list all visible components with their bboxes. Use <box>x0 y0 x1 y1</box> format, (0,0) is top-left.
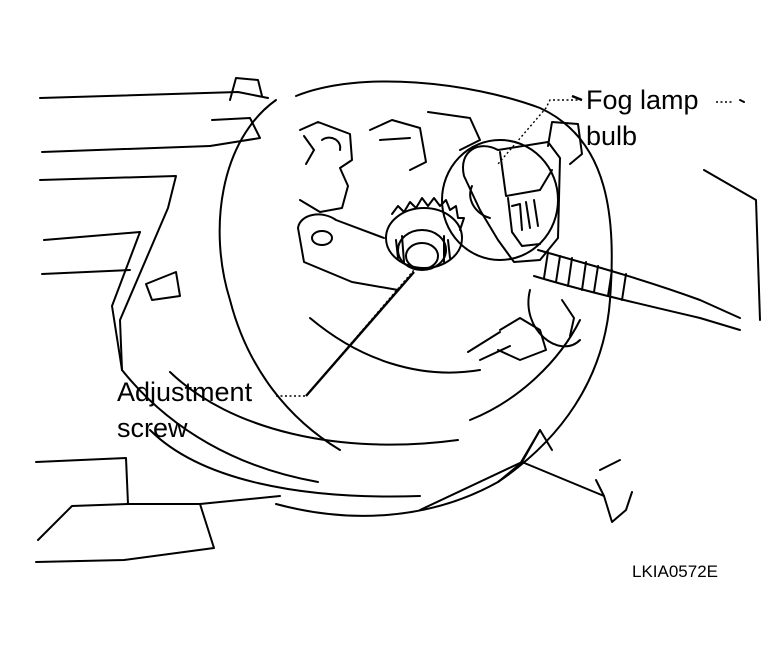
adjustment-screw <box>385 197 465 271</box>
fog-lamp-bulb-socket <box>441 121 583 263</box>
wiring-harness <box>467 249 741 361</box>
adjustment-screw-label: Adjustment screw <box>117 374 252 446</box>
fog-lamp-label-line1: Fog lamp <box>586 85 699 115</box>
leader-line-fog-lamp <box>497 99 582 165</box>
fog-lamp-bulb-label: Fog lamp bulb <box>586 82 699 154</box>
fog-lamp-label-line2: bulb <box>586 121 638 151</box>
adjustment-label-line2: screw <box>117 413 188 443</box>
fog-lamp-housing <box>121 80 613 517</box>
mounting-bracket <box>297 111 481 291</box>
adjustment-label-line1: Adjustment <box>117 377 253 407</box>
figure-code: LKIA0572E <box>632 562 719 581</box>
